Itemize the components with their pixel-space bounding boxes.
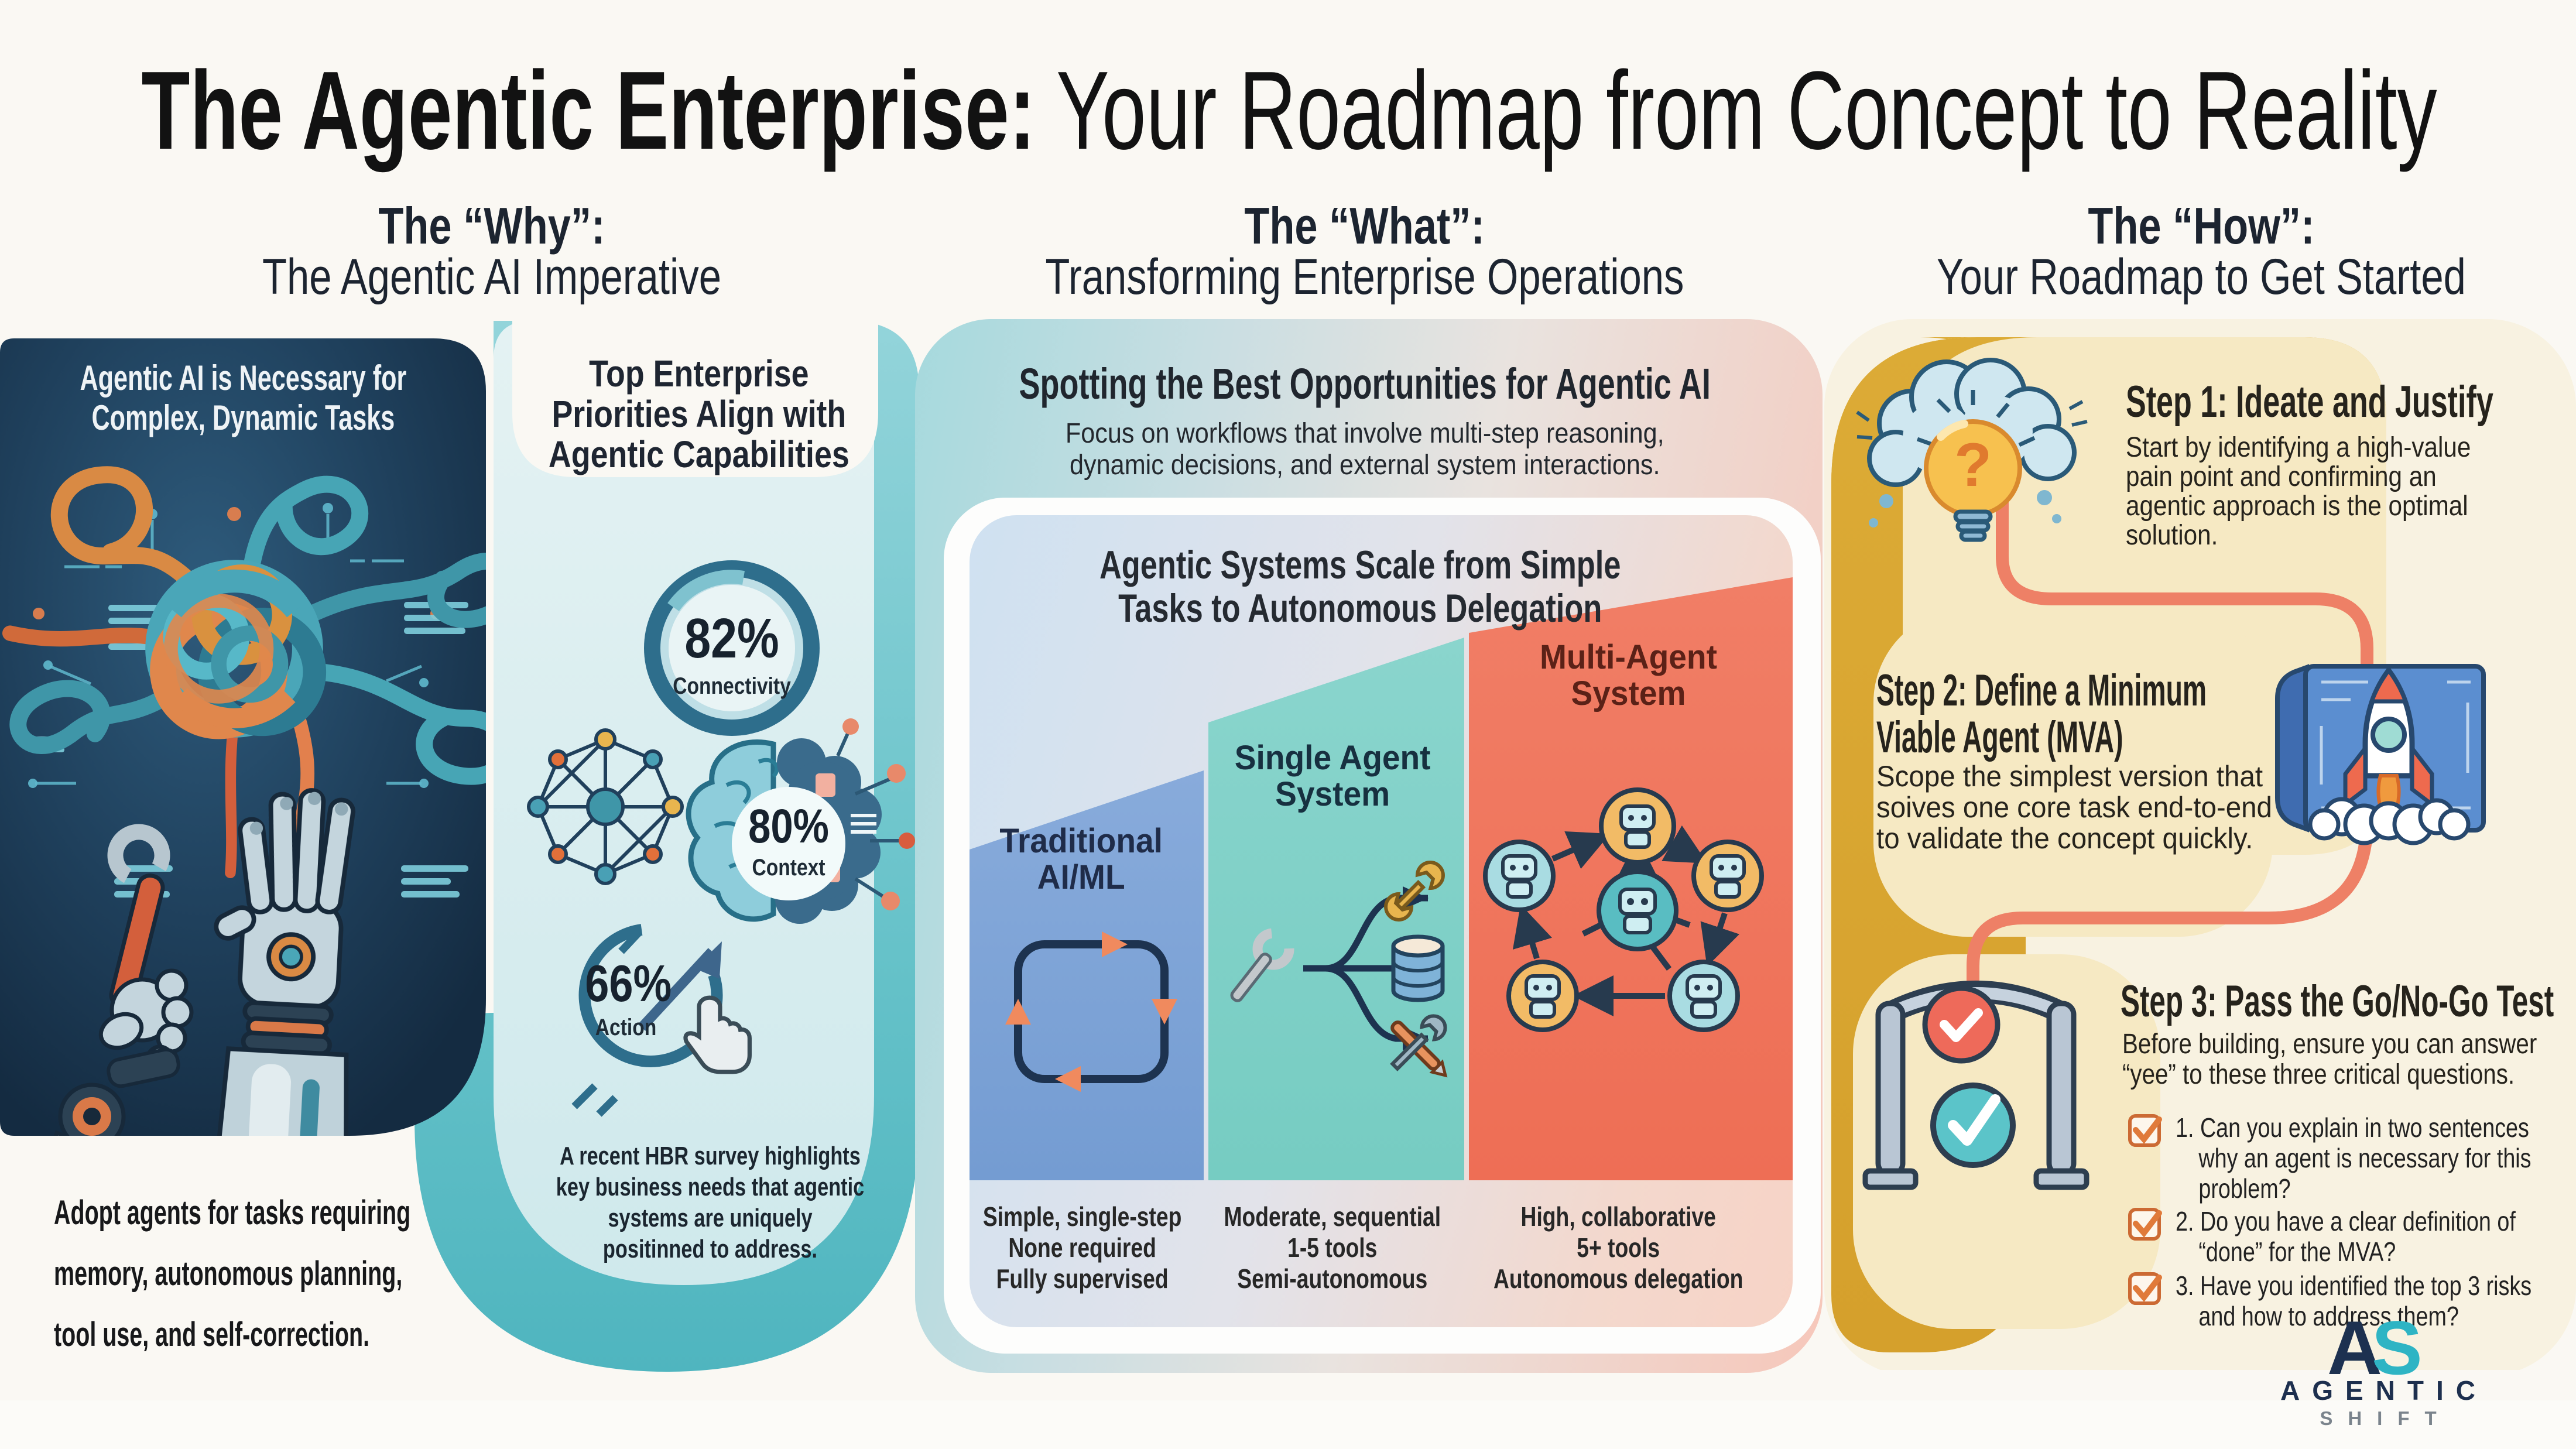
svg-text:Connectivity: Connectivity (673, 673, 791, 698)
svg-text:66%: 66% (585, 955, 672, 1013)
svg-text:80%: 80% (748, 799, 829, 853)
svg-text:A: A (2327, 1308, 2382, 1390)
svg-text:Action: Action (595, 1014, 656, 1040)
svg-text:Context: Context (752, 854, 825, 880)
svg-text:?: ? (1954, 431, 1992, 499)
svg-text:82%: 82% (684, 607, 779, 669)
svg-text:S: S (2372, 1308, 2423, 1390)
